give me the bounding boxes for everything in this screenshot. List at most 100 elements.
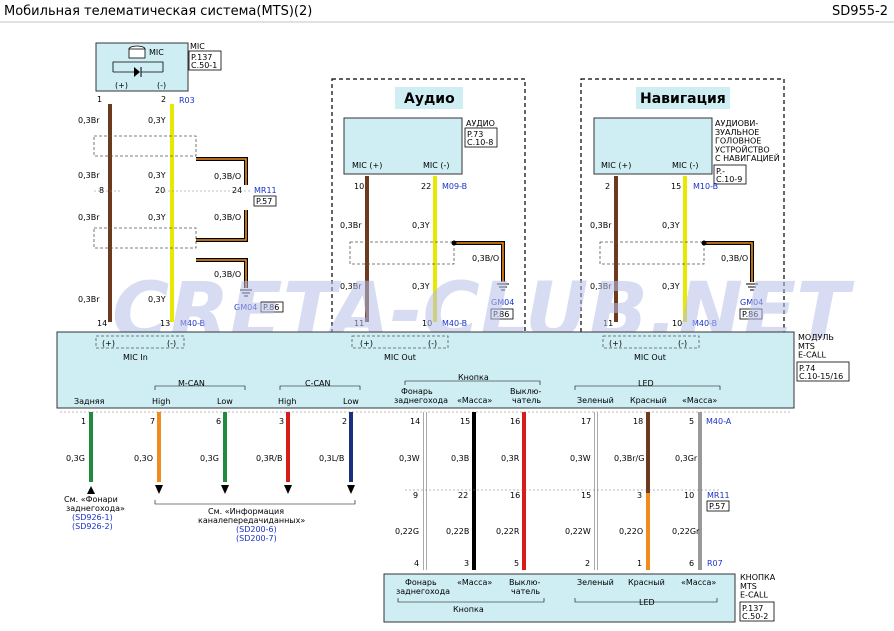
svg-text:C.10-15/16: C.10-15/16 bbox=[799, 372, 843, 381]
low-label: Low bbox=[343, 397, 359, 406]
splice-name: MR11 bbox=[254, 186, 277, 195]
wire-label: 0,22O bbox=[619, 527, 643, 536]
mic-capsule bbox=[128, 48, 146, 59]
nav-conn: M10-B bbox=[693, 182, 718, 191]
mr11-ref: P.57 bbox=[709, 502, 725, 511]
wire-label: 0,3Br bbox=[78, 295, 100, 304]
pin: 14 bbox=[97, 319, 107, 328]
bu-led-label: LED bbox=[639, 598, 655, 607]
wire-label: 0,3Y bbox=[148, 171, 166, 180]
lamp-label-1: Фонарь bbox=[401, 387, 433, 396]
wire-label: 0,3Br bbox=[78, 213, 100, 222]
arrow-down-icon bbox=[155, 485, 163, 494]
module-conn: M40-B bbox=[442, 319, 467, 328]
wire-label: 0,3R bbox=[501, 454, 520, 463]
pin: 2 bbox=[605, 182, 610, 191]
pin: 11 bbox=[354, 319, 364, 328]
high-label: High bbox=[152, 397, 170, 406]
pin: 14 bbox=[410, 417, 420, 426]
pin: 6 bbox=[216, 417, 221, 426]
mic-wires: 1 2 R03 0,3Br 0,3Y 0,3Br 0,3Y 8 20 24 MR… bbox=[78, 95, 284, 328]
rear-label: Задняя bbox=[74, 397, 105, 406]
header-title: Мобильная телематическая система(MTS)(2) bbox=[4, 4, 312, 19]
mic-circuit bbox=[112, 61, 164, 72]
wire-label: 0,3W bbox=[570, 454, 591, 463]
mic-plus: (+) bbox=[115, 81, 128, 90]
pin: 1 bbox=[637, 559, 642, 568]
mic-ref-2: C.50-1 bbox=[191, 61, 217, 70]
mic-ref-1: P.137 bbox=[191, 53, 212, 62]
shield-box-1 bbox=[93, 135, 197, 157]
mic-name: MIC bbox=[190, 42, 205, 51]
module-box bbox=[56, 331, 795, 409]
ground-name: GM04 bbox=[740, 298, 763, 307]
wire-label: 0,22B bbox=[446, 527, 469, 536]
note-ref: (SD200-7) bbox=[236, 534, 277, 543]
pin: 5 bbox=[514, 559, 519, 568]
wire-label: 0,3Y bbox=[662, 221, 680, 230]
nav-mic-plus: MIC (+) bbox=[601, 161, 631, 170]
wire-label: 0,3Br bbox=[340, 221, 362, 230]
wire-label: 0,22Gr bbox=[672, 527, 700, 536]
header-code: SD955-2 bbox=[832, 4, 888, 19]
wire-label: 0,3B/O bbox=[214, 213, 241, 222]
ground-ref: P.86 bbox=[742, 310, 758, 319]
arrow-up-icon bbox=[87, 486, 95, 494]
wire-label: 0,3B/O bbox=[721, 254, 748, 263]
arrow-down-icon bbox=[221, 485, 229, 494]
mic-pin-2: 2 bbox=[161, 95, 166, 104]
splice-pin-c: 24 bbox=[232, 186, 242, 195]
mass-label: «Масса» bbox=[457, 396, 492, 405]
splice-pin-a: 8 bbox=[99, 186, 104, 195]
lower-wires: 1 7 6 3 2 14 15 16 17 18 5 M40-A 0,3G 0,… bbox=[60, 411, 790, 570]
audio-mic-plus: MIC (+) bbox=[352, 161, 382, 170]
note-rear-1: См. «Фонари bbox=[64, 495, 118, 504]
note-can-1: См. «Информация bbox=[208, 507, 284, 516]
module-minus: (-) bbox=[678, 339, 687, 348]
button-conn: R07 bbox=[707, 559, 723, 568]
audio-frame bbox=[331, 78, 526, 371]
module-button-label: Кнопка bbox=[458, 373, 489, 382]
mic-pin-1: 1 bbox=[97, 95, 102, 104]
wire-label: 0,3Y bbox=[148, 213, 166, 222]
pin: 15 bbox=[460, 417, 470, 426]
diode-icon bbox=[134, 67, 140, 77]
svg-text:P.-: P.- bbox=[716, 167, 725, 176]
wire-label: 0,3Br/G bbox=[614, 454, 644, 463]
pin: 15 bbox=[581, 491, 591, 500]
arrow-down-icon bbox=[284, 485, 292, 494]
ground-ref-box bbox=[260, 301, 284, 313]
mic-ref-box bbox=[188, 50, 222, 71]
wire-label: 0,3B bbox=[451, 454, 469, 463]
bu-mass: «Масса» bbox=[681, 578, 716, 587]
wire-label: 0,3G bbox=[200, 454, 219, 463]
pin: 2 bbox=[585, 559, 590, 568]
switch-label-1: Выклю- bbox=[510, 387, 541, 396]
audio-conn: M09-B bbox=[442, 182, 467, 191]
wire-label: 0,3Br bbox=[590, 221, 612, 230]
bu-lamp-2: заднегохода bbox=[396, 587, 450, 596]
mass-label: «Масса» bbox=[682, 396, 717, 405]
pin: 15 bbox=[671, 182, 681, 191]
mcan-label: M-CAN bbox=[178, 379, 205, 388]
pin: 13 bbox=[160, 319, 170, 328]
switch-label-2: чатель bbox=[512, 396, 541, 405]
bu-switch-2: чатель bbox=[511, 587, 540, 596]
module-minus: (-) bbox=[167, 339, 176, 348]
pin: 10 bbox=[354, 182, 364, 191]
bu-switch-1: Выклю- bbox=[509, 578, 540, 587]
wire-label: 0,3B/O bbox=[472, 254, 499, 263]
mic-out-label: MIC Out bbox=[384, 353, 416, 362]
led-label: LED bbox=[638, 379, 654, 388]
pin: 10 bbox=[672, 319, 682, 328]
pin: 11 bbox=[603, 319, 613, 328]
svg-text:P.74: P.74 bbox=[799, 364, 815, 373]
mic-out-label: MIC Out bbox=[634, 353, 666, 362]
notes: См. «Фонари заднегохода» (SD926-1) (SD92… bbox=[64, 495, 305, 543]
splice-ref-box bbox=[253, 195, 277, 207]
lamp-label-2: заднегохода bbox=[394, 396, 448, 405]
svg-text:C.50-2: C.50-2 bbox=[742, 612, 768, 621]
